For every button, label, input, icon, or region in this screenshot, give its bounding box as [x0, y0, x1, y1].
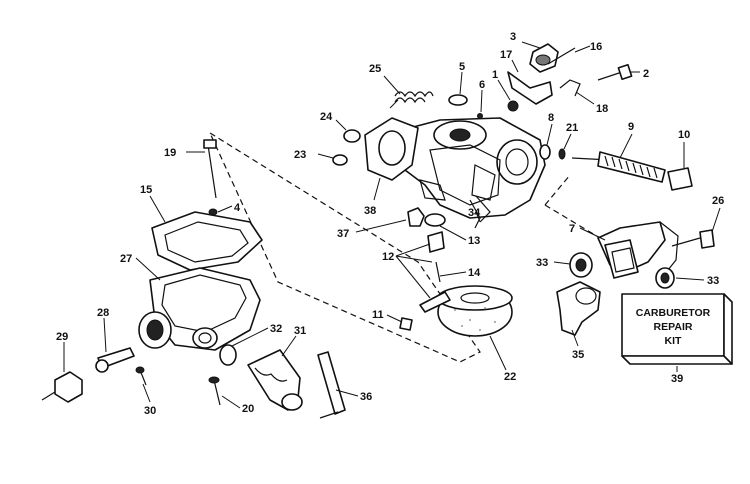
callout-11: 11	[372, 309, 384, 321]
callout-28: 28	[97, 307, 109, 319]
screw-2	[617, 63, 633, 81]
callout-29: 29	[56, 331, 68, 343]
callout-5: 5	[459, 61, 465, 73]
callout-19: 19	[164, 147, 176, 159]
lever-17	[507, 71, 553, 105]
callout-35: 35	[572, 349, 584, 361]
throttle-shaft-parts	[247, 349, 346, 419]
float	[399, 285, 513, 337]
callout-26: 26	[712, 195, 724, 207]
callout-12: 12	[382, 251, 394, 263]
callout-25: 25	[369, 63, 381, 75]
carburetor-repair-kit-box: CARBURETOR REPAIR KIT	[621, 293, 733, 365]
callout-34: 34	[468, 207, 481, 219]
bracket-34	[475, 195, 491, 223]
callout-18: 18	[596, 103, 608, 115]
callout-numbers: 3 16 17 1 2 18 5 6 25 24 23 19 4 15 8 21…	[56, 31, 724, 417]
callout-30: 30	[144, 405, 156, 417]
needle-14	[435, 261, 441, 283]
assembly-guide-lines	[209, 132, 601, 363]
callout-36: 36	[360, 391, 372, 403]
callout-13: 13	[468, 235, 480, 247]
callout-15: 15	[140, 184, 152, 196]
screw-20	[213, 379, 221, 406]
screw-19	[207, 144, 217, 199]
callout-9: 9	[628, 121, 634, 133]
flange-gasket	[364, 117, 419, 181]
callout-10: 10	[678, 129, 690, 141]
ball-6	[477, 113, 483, 119]
washer-8	[539, 144, 551, 160]
callout-3: 3	[510, 31, 516, 43]
callout-4: 4	[234, 202, 241, 214]
callout-6: 6	[479, 79, 485, 91]
fitting-35	[556, 281, 601, 336]
callout-32: 32	[270, 323, 282, 335]
pin-16	[547, 47, 576, 65]
callout-31: 31	[294, 325, 306, 337]
spring	[389, 91, 434, 109]
callout-7: 7	[569, 223, 575, 235]
callout-21: 21	[566, 122, 578, 134]
callout-22: 22	[504, 371, 516, 383]
link-36	[317, 351, 346, 415]
washer-24	[343, 129, 361, 143]
screw-19-head	[203, 139, 217, 149]
callout-33-left: 33	[536, 257, 548, 269]
callout-33-right: 33	[707, 275, 719, 287]
callout-23: 23	[294, 149, 306, 161]
callout-24: 24	[320, 111, 333, 123]
washer-23	[332, 154, 348, 166]
packing-nut-10	[667, 167, 693, 191]
callout-2: 2	[643, 68, 649, 80]
oring-21	[558, 148, 566, 160]
nut-37	[407, 207, 425, 227]
needle-valve-assembly	[539, 144, 693, 191]
kit-label-line2: REPAIR	[654, 321, 693, 333]
callout-20: 20	[242, 403, 254, 415]
carburetor-body	[401, 117, 546, 229]
kit-label-line1: CARBURETOR	[636, 307, 711, 319]
right-side-parts	[556, 221, 715, 336]
oring-32	[219, 344, 237, 366]
fitting-29	[54, 371, 83, 403]
callout-14: 14	[468, 267, 481, 279]
gasket-13	[424, 213, 446, 227]
callout-1: 1	[492, 69, 498, 81]
pin-11	[399, 317, 413, 331]
kit-label-line3: KIT	[665, 335, 683, 347]
top-small-parts	[332, 43, 633, 166]
gasket-15	[151, 211, 263, 271]
callout-17: 17	[500, 49, 512, 61]
bottom-left-parts	[41, 344, 237, 406]
callout-27: 27	[120, 253, 132, 265]
leader-lines	[63, 41, 721, 409]
plug-5	[448, 94, 468, 106]
callout-37: 37	[337, 228, 349, 240]
screw-26	[699, 229, 715, 249]
screw-1	[507, 100, 519, 112]
bowl-assembly	[138, 139, 263, 351]
float-valve-parts	[407, 195, 491, 283]
callout-38: 38	[364, 205, 376, 217]
needle-9	[597, 151, 666, 183]
callout-8: 8	[548, 112, 554, 124]
callout-16: 16	[590, 41, 602, 53]
clip-18	[559, 79, 581, 97]
seat-12	[427, 231, 445, 253]
callout-39: 39	[671, 373, 683, 385]
